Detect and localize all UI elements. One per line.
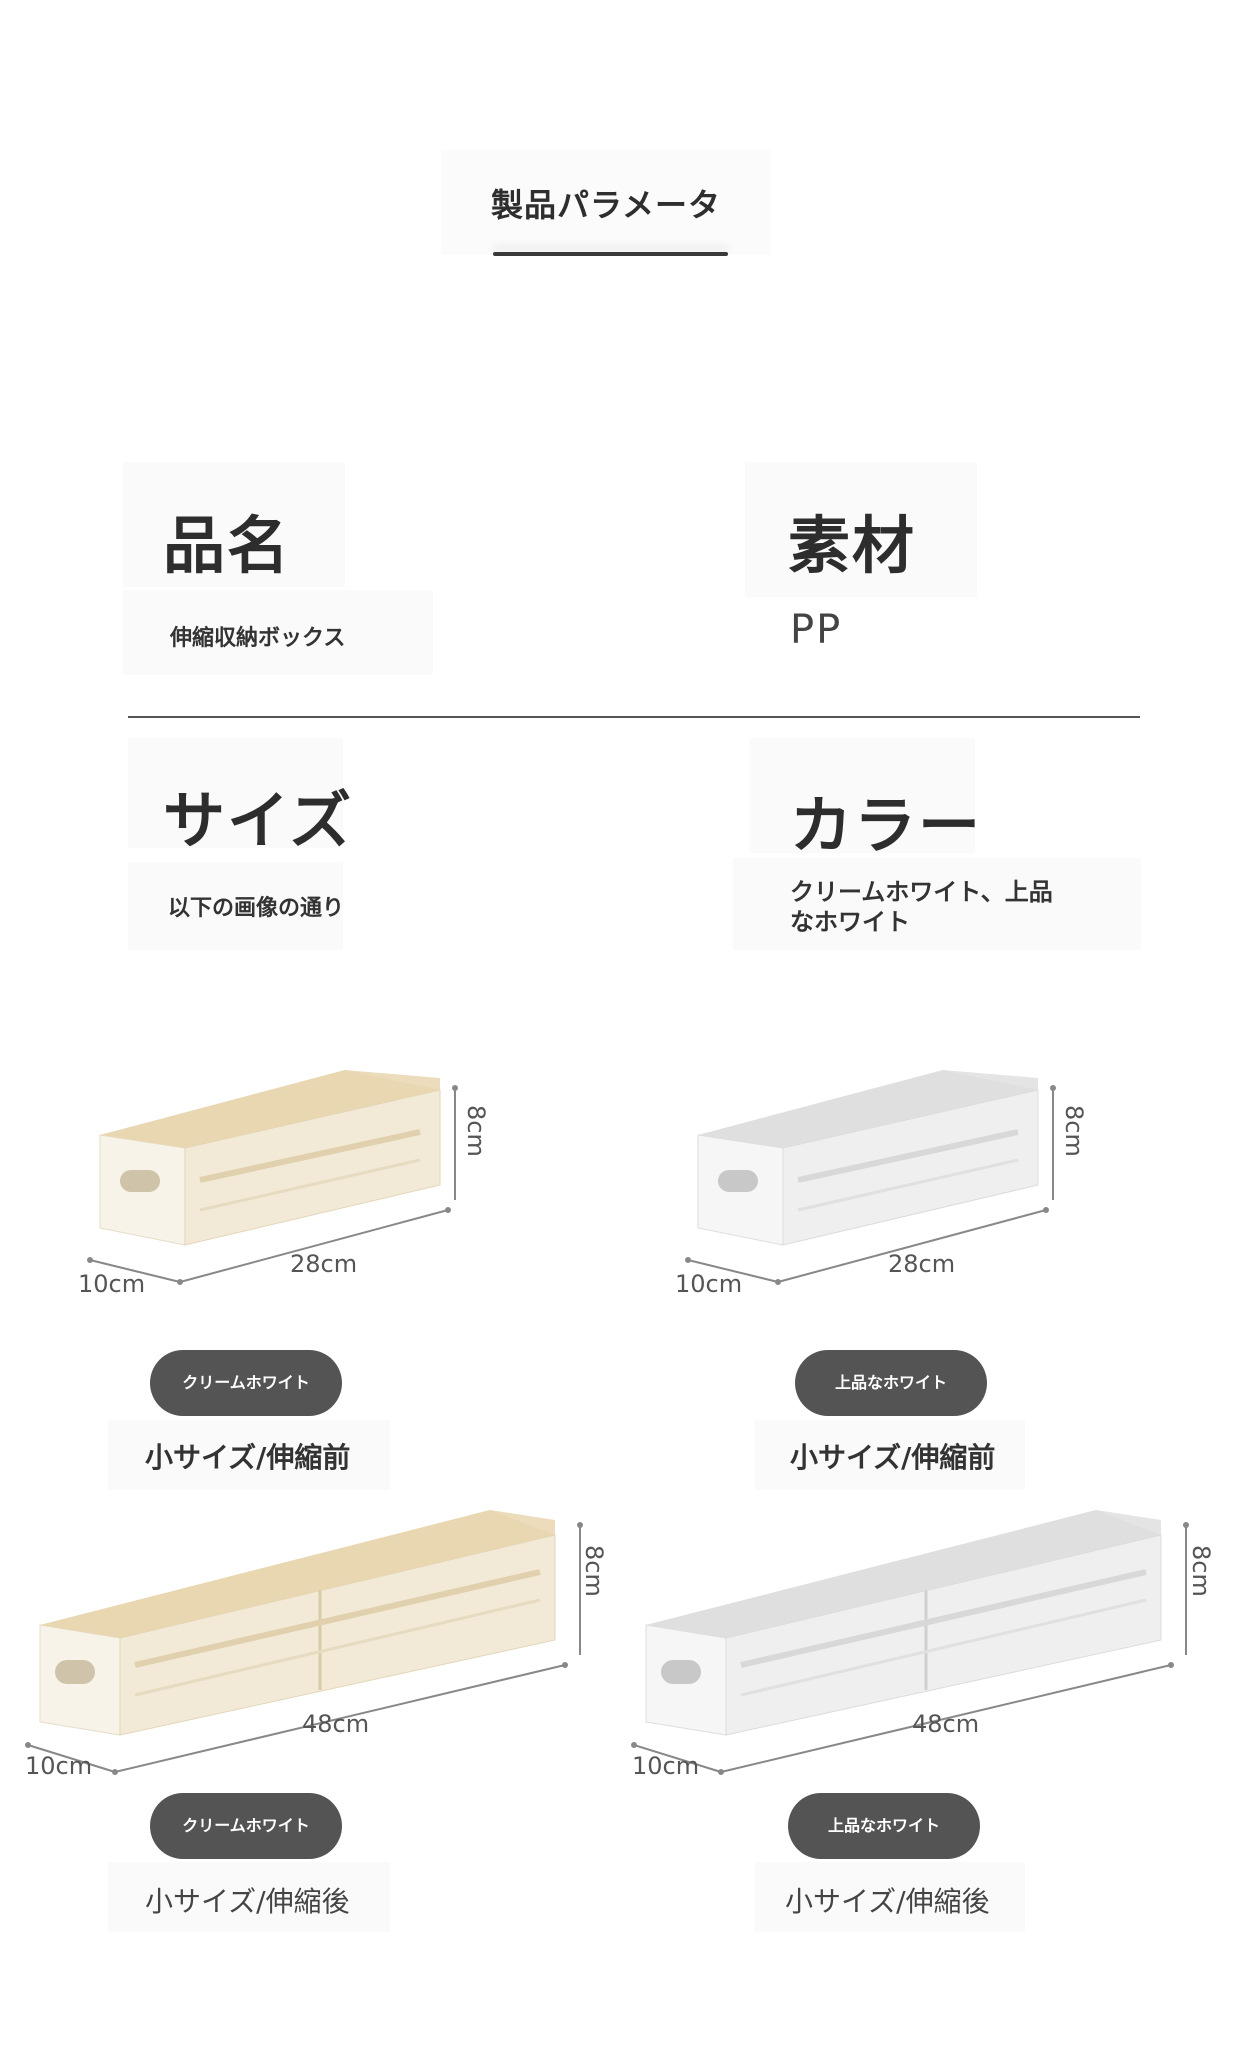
material-label-bg [745,462,977,597]
width-dimension: 10cm [25,1752,93,1780]
color-tag-cream: クリームホワイト [150,1350,342,1416]
color-label-bg [750,738,975,853]
product-image-cream-extended [20,1490,620,1790]
material-value: PP [790,607,843,653]
size-label: サイズ [163,784,354,857]
name-label: 品名 [163,509,292,582]
product-caption: 小サイズ/伸縮後 [785,1885,990,1918]
material-label: 素材 [788,509,917,582]
length-dimension: 28cm [888,1250,956,1278]
name-label-bg [123,462,345,587]
height-dimension: 8cm [462,1105,490,1157]
product-caption: 小サイズ/伸縮前 [790,1441,996,1474]
color-value-line2: なホワイト [790,908,910,936]
size-value: 以下の画像の通り [168,896,345,921]
length-dimension: 48cm [912,1710,980,1738]
color-tag-cream: クリームホワイト [150,1793,342,1859]
height-dimension: 8cm [1187,1545,1215,1597]
color-label: カラー [790,789,983,862]
color-value: クリームホワイト、上品 なホワイト [790,877,1053,937]
height-dimension: 8cm [580,1545,608,1597]
color-tag-white: 上品なホワイト [795,1350,987,1416]
product-caption: 小サイズ/伸縮後 [145,1885,350,1918]
caption-bg [755,1420,1025,1490]
product-image-white-extended [626,1490,1226,1790]
width-dimension: 10cm [78,1270,146,1298]
product-image-white-small [668,1060,1088,1300]
title-underline [493,252,728,256]
page-title: 製品パラメータ [490,186,722,224]
product-caption: 小サイズ/伸縮前 [145,1441,351,1474]
name-value-bg [123,590,433,675]
color-value-line1: クリームホワイト、上品 [790,878,1053,906]
length-dimension: 48cm [302,1710,370,1738]
name-value: 伸縮収納ボックス [170,626,346,651]
color-tag-white: 上品なホワイト [788,1793,980,1859]
width-dimension: 10cm [632,1752,700,1780]
color-value-bg [733,858,1141,950]
product-image-cream-small [70,1060,490,1300]
height-dimension: 8cm [1060,1105,1088,1157]
length-dimension: 28cm [290,1250,358,1278]
caption-bg [755,1862,1025,1932]
section-divider [128,716,1140,718]
size-label-bg [128,738,343,848]
caption-bg [108,1862,390,1932]
width-dimension: 10cm [675,1270,743,1298]
header-background [441,150,771,255]
caption-bg [108,1420,390,1490]
size-value-bg [128,862,343,950]
